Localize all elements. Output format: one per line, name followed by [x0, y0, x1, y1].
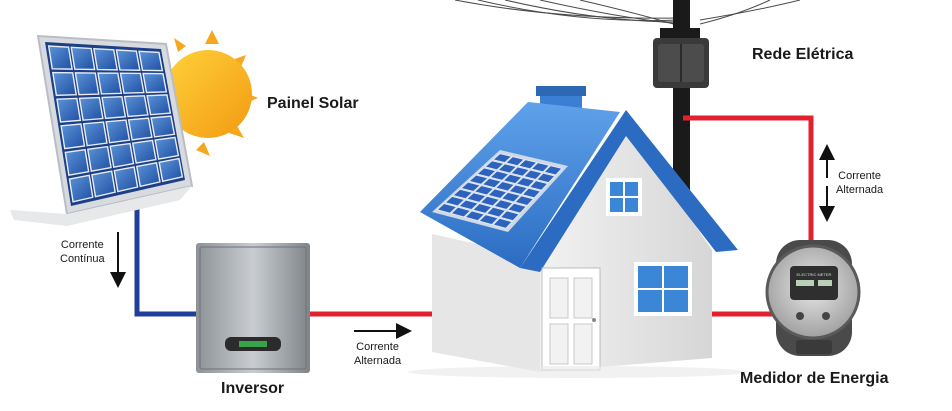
- solar-cell: [493, 199, 514, 211]
- dc-current-label-line2: Contínua: [60, 253, 105, 265]
- solar-cell: [481, 177, 503, 189]
- solar-cell: [131, 139, 157, 164]
- solar-cell: [146, 94, 172, 116]
- solar-cell: [127, 117, 153, 141]
- solar-cell: [150, 115, 176, 138]
- solar-cell: [444, 195, 466, 207]
- solar-panel-label: Painel Solar: [267, 95, 359, 112]
- solar-cell: [468, 174, 490, 185]
- solar-cell: [450, 206, 472, 218]
- solar-cell: [115, 49, 141, 71]
- solar-cell: [496, 163, 518, 174]
- solar-cell: [93, 47, 119, 71]
- solar-cell: [506, 202, 528, 214]
- utility-pole: [653, 0, 709, 200]
- solar-cell: [158, 157, 184, 183]
- solar-cell: [109, 142, 135, 168]
- solar-cell: [494, 181, 516, 192]
- inverter: [196, 243, 310, 373]
- solar-cell: [56, 97, 82, 123]
- solar-cell: [515, 176, 536, 188]
- solar-cell: [119, 72, 145, 94]
- solar-cell: [528, 180, 549, 191]
- solar-cell: [492, 217, 514, 229]
- solar-cell: [486, 188, 508, 200]
- solar-cell: [457, 199, 480, 211]
- meter-faceplate-label: ELECTRIC METER: [797, 272, 832, 277]
- solar-cell: [105, 119, 131, 144]
- solar-cell: [52, 71, 78, 97]
- solar-cell: [464, 210, 486, 222]
- solar-cell: [513, 195, 535, 207]
- dc-current-label-line1: Corrente: [60, 239, 104, 251]
- ac-current-right-line1: Corrente: [838, 170, 881, 182]
- solar-cell: [530, 162, 551, 173]
- solar-cell: [535, 172, 556, 184]
- grid-label: Rede Elétrica: [752, 46, 854, 63]
- solar-cell: [489, 170, 510, 181]
- solar-cell: [543, 165, 563, 176]
- solar-cell: [74, 72, 100, 96]
- house: [408, 86, 748, 378]
- dc-current-label: Corrente Contínua: [60, 238, 105, 266]
- solar-cell: [509, 166, 531, 177]
- solar-cell: [471, 203, 493, 214]
- solar-cell: [475, 167, 497, 178]
- energy-meter: ELECTRIC METER: [765, 240, 861, 356]
- solar-cell: [500, 191, 522, 203]
- ac-current-right-label: Corrente Alternada: [836, 169, 883, 197]
- solar-cell: [504, 156, 526, 167]
- dc-wire: [134, 207, 198, 317]
- solar-cell: [97, 72, 123, 95]
- solar-cell: [465, 192, 487, 203]
- solar-cell: [138, 50, 164, 72]
- ac-current-bottom-label: Corrente Alternada: [354, 340, 401, 368]
- solar-cell: [154, 136, 180, 160]
- solar-cell: [113, 166, 139, 193]
- ac-current-right-line2: Alternada: [836, 184, 884, 196]
- solar-cell: [82, 121, 108, 147]
- solar-cell: [78, 96, 104, 121]
- sun-icon: [164, 30, 258, 156]
- solar-cell: [479, 195, 501, 207]
- solar-cell: [101, 95, 127, 120]
- meter-label: Medidor de Energia: [740, 370, 889, 387]
- solar-cell: [485, 206, 507, 218]
- solar-cell: [473, 184, 495, 196]
- solar-cell: [522, 169, 544, 180]
- solar-panel: [10, 34, 194, 226]
- solar-cell: [86, 145, 112, 172]
- solar-cell: [91, 170, 116, 198]
- solar-cell: [123, 95, 149, 118]
- solar-cell: [452, 188, 474, 200]
- solar-cell: [436, 202, 458, 214]
- ac-wire-pole-meter: [683, 115, 814, 250]
- solar-cell: [135, 161, 161, 188]
- solar-cell: [142, 72, 168, 94]
- solar-cell: [460, 181, 482, 193]
- solar-cell: [68, 174, 94, 203]
- solar-cell: [60, 123, 86, 150]
- solar-cell: [517, 159, 538, 170]
- solar-cell: [491, 153, 513, 164]
- solar-cell: [483, 160, 505, 171]
- solar-cell: [499, 210, 521, 222]
- ac-current-bottom-line1: Corrente: [356, 341, 399, 353]
- solar-cell: [70, 46, 96, 71]
- solar-cell: [478, 214, 500, 226]
- solar-cell: [507, 184, 529, 196]
- ac-current-bottom-line2: Alternada: [354, 355, 402, 367]
- solar-cell: [47, 45, 73, 70]
- inverter-label: Inversor: [221, 380, 285, 397]
- solar-cell: [502, 173, 523, 185]
- solar-cell: [521, 187, 542, 199]
- overhead-wires: [454, 0, 801, 27]
- solar-cell: [64, 148, 90, 176]
